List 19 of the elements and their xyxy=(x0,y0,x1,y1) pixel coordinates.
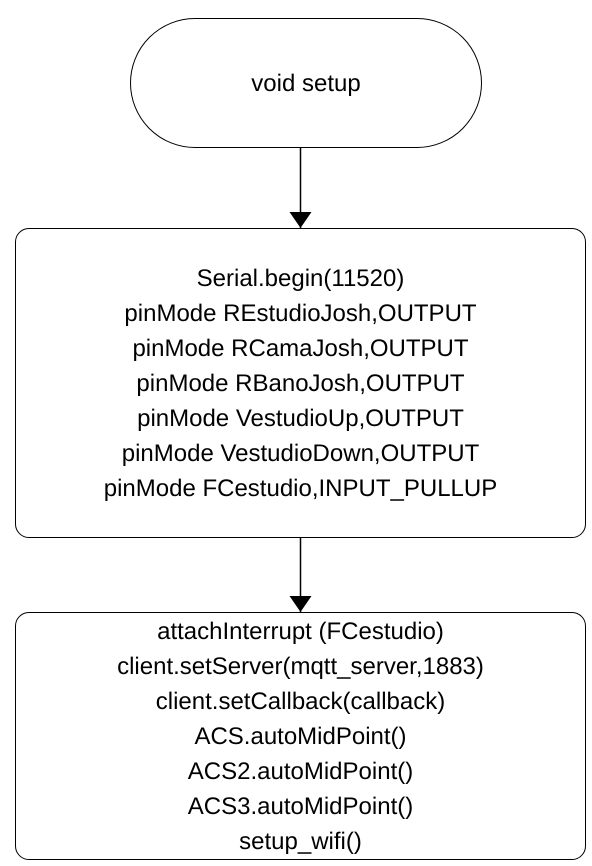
process-box xyxy=(15,612,586,860)
code-statement: Serial.begin(11520) xyxy=(196,264,404,294)
code-statement: attachInterrupt (FCestudio) xyxy=(157,616,444,646)
code-statement: ACS.autoMidPoint() xyxy=(194,722,407,752)
process-box xyxy=(15,228,586,538)
terminal-label: void setup xyxy=(251,68,361,98)
arrow xyxy=(292,148,308,228)
code-statement: pinMode RCamaJosh,OUTPUT xyxy=(132,334,469,364)
code-statement: ACS3.autoMidPoint() xyxy=(188,792,414,822)
code-statement: pinMode VestudioUp,OUTPUT xyxy=(137,404,464,434)
code-statement: pinMode VestudioDown,OUTPUT xyxy=(122,438,480,468)
code-statement: client.setServer(mqtt_server,1883) xyxy=(117,652,484,682)
code-statement: pinMode RBanoJosh,OUTPUT xyxy=(136,368,465,398)
code-statement: ACS2.autoMidPoint() xyxy=(188,756,414,786)
code-statement: pinMode FCestudio,INPUT_PULLUP xyxy=(104,474,498,504)
code-statement: client.setCallback(callback) xyxy=(156,686,446,716)
code-statement: pinMode REstudioJosh,OUTPUT xyxy=(124,298,477,328)
arrow xyxy=(292,538,308,612)
code-statement: setup_wifi() xyxy=(239,826,362,856)
